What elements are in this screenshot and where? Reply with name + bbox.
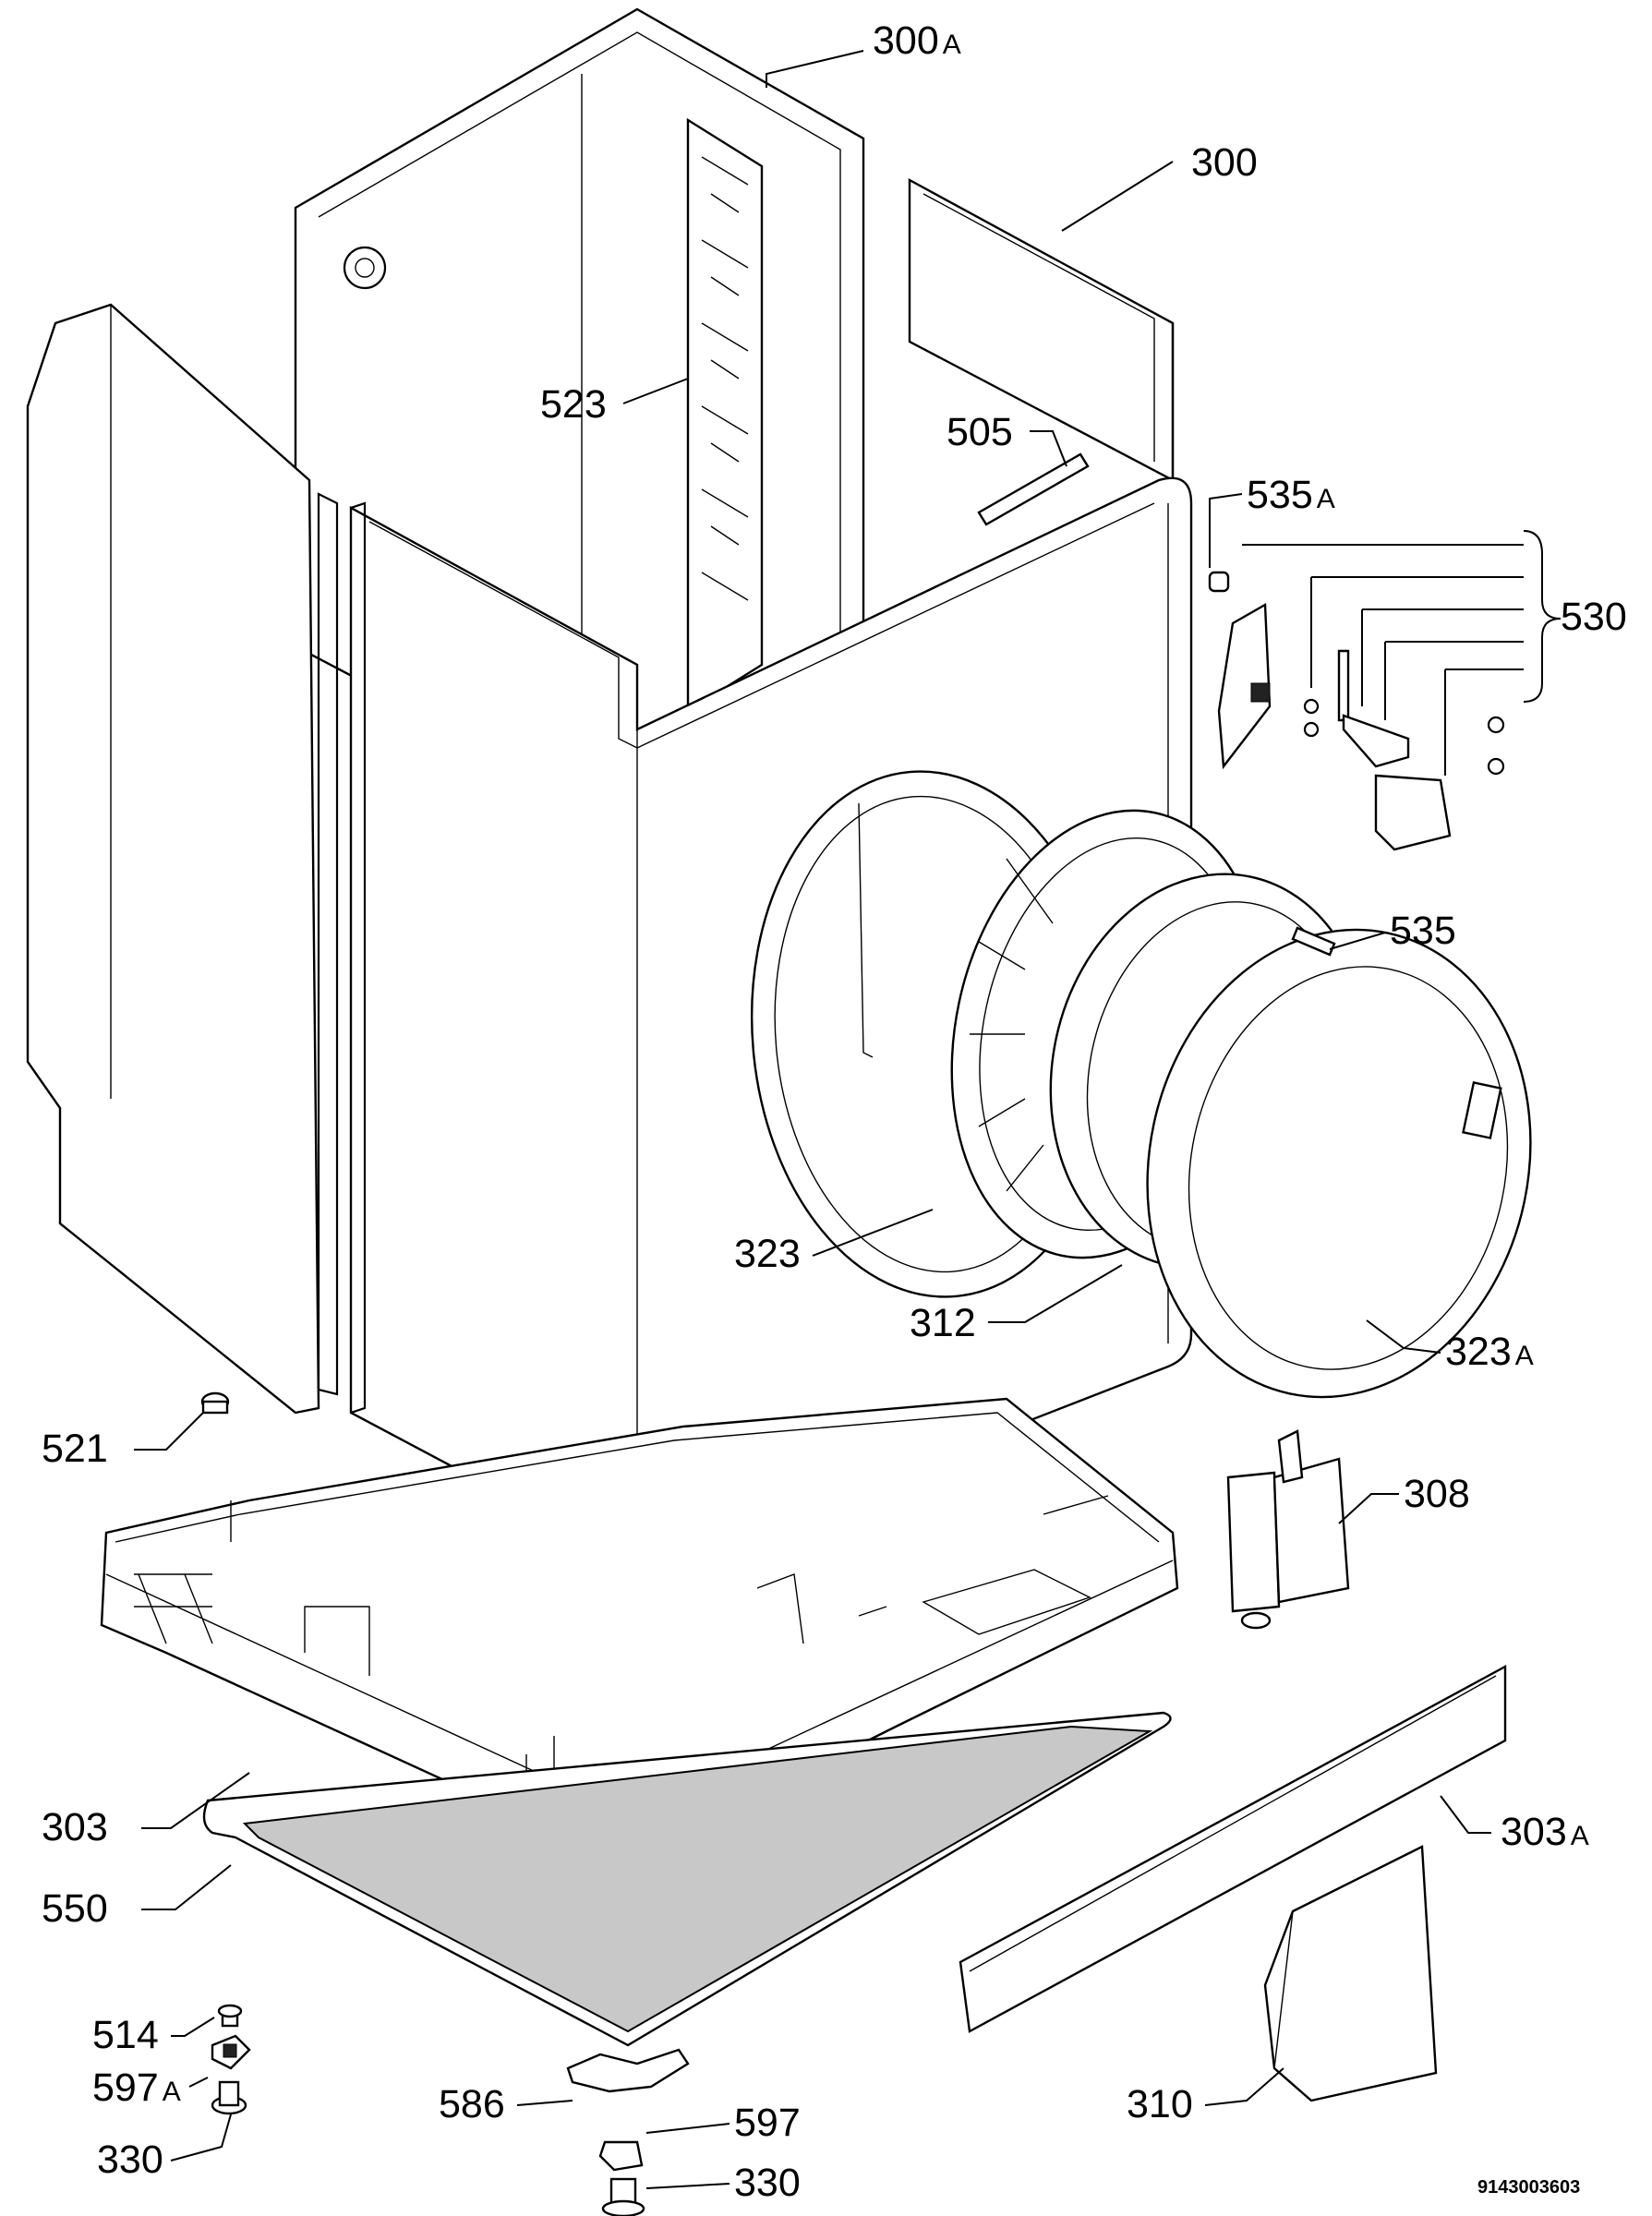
cabinet-left-side-panel (26, 303, 339, 1415)
foot-screw-514 (217, 2004, 243, 2028)
callout-550: 550 (42, 1886, 108, 1931)
callout-521: 521 (42, 1427, 108, 1471)
foot-bracket-586 (566, 2048, 690, 2093)
door-lock-assembly-530 (1217, 530, 1562, 851)
rear-crossbar-505 (977, 452, 1090, 526)
screw-521 (200, 1391, 230, 1415)
adjustable-foot-330-bottom (601, 2177, 645, 2216)
callout-310: 310 (1127, 2082, 1193, 2126)
door-frame-323a (1146, 928, 1532, 1399)
callout-523: 523 (540, 382, 607, 427)
callout-505: 505 (947, 410, 1013, 454)
service-flap-310 (1263, 1845, 1438, 2102)
leader-lines (134, 50, 1491, 2189)
callout-300: 300 (1191, 140, 1258, 185)
callout-514: 514 (92, 2013, 159, 2057)
drawing-code: 9143003603 (1477, 2177, 1580, 2198)
callout-308: 308 (1404, 1472, 1470, 1516)
callout-530: 530 (1561, 595, 1627, 639)
callout-597: 597 (734, 2101, 801, 2145)
door-hinge-308 (1226, 1429, 1350, 1630)
cable-bracket-523 (686, 117, 764, 714)
callout-586: 586 (439, 2082, 505, 2126)
door-hinge-pin-535 (1291, 926, 1336, 957)
callout-312: 312 (910, 1301, 976, 1345)
callout-330-bottom: 330 (734, 2161, 801, 2205)
callout-303: 303 (42, 1805, 108, 1849)
foot-nut-597a (211, 2034, 251, 2070)
foot-nut-597 (598, 2140, 644, 2172)
callout-323: 323 (734, 1232, 801, 1276)
base-filter-mat-550 (202, 1711, 1172, 2047)
door-lock-cap-535a (1208, 571, 1230, 593)
callout-330-left: 330 (97, 2138, 163, 2182)
callout-535: 535 (1390, 909, 1456, 953)
kickplate-303a (959, 1664, 1507, 2033)
adjustable-foot-330-left (211, 2080, 247, 2115)
